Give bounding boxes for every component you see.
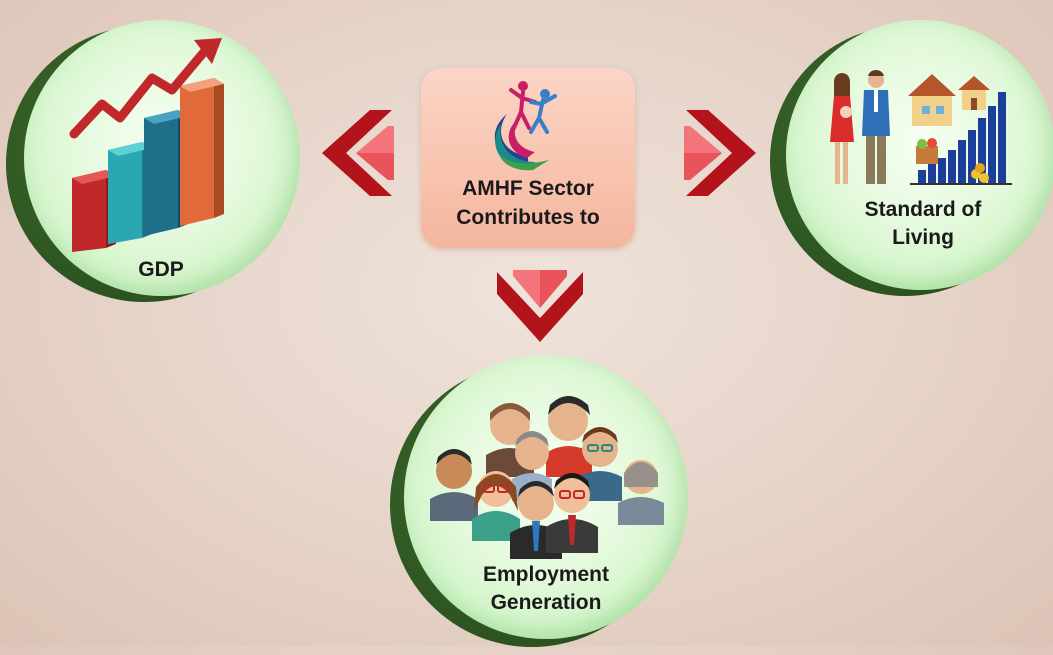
center-title: AMHF Sector Contributes to bbox=[456, 177, 600, 229]
arrow-right-icon bbox=[684, 110, 756, 196]
bar-chart-growth-icon bbox=[69, 38, 224, 252]
dancing-people-logo-icon bbox=[494, 81, 557, 171]
node-gdp: GDP bbox=[6, 20, 306, 302]
family-house-growth-icon bbox=[830, 70, 1012, 185]
node-employment: Employment Generation bbox=[390, 355, 690, 655]
node-living-label: Standard of Living bbox=[864, 198, 982, 249]
center-box: AMHF Sector Contributes to bbox=[421, 68, 635, 248]
node-employment-label: Employment Generation bbox=[482, 563, 610, 614]
arrow-left-icon bbox=[322, 110, 394, 196]
people-group-icon bbox=[430, 396, 664, 559]
arrow-down-icon bbox=[497, 270, 583, 342]
node-living: Standard of Living bbox=[770, 20, 1053, 300]
node-gdp-label: GDP bbox=[138, 258, 184, 281]
